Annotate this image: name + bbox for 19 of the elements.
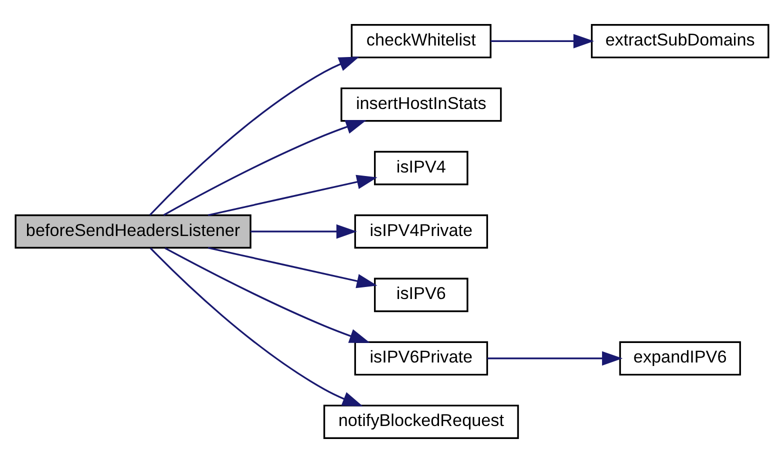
- arrow: [163, 120, 366, 216]
- node-box: beforeSendHeadersListener: [14, 214, 252, 249]
- node-box: isIPV6Private: [354, 341, 488, 376]
- node-box: isIPV6: [374, 278, 468, 312]
- node-box: isIPV4Private: [354, 214, 488, 249]
- arrow: [149, 56, 360, 216]
- arrow: [487, 351, 623, 366]
- node-box: isIPV4: [374, 150, 468, 186]
- node-box: expandIPV6: [619, 341, 741, 376]
- arrow: [208, 247, 378, 288]
- arrow: [150, 248, 364, 406]
- node-box: checkWhitelist: [350, 24, 492, 58]
- arrow: [250, 224, 357, 239]
- arrow: [208, 174, 378, 216]
- arrow: [490, 34, 594, 48]
- node-box: insertHostInStats: [340, 87, 502, 122]
- arrow: [164, 247, 370, 343]
- node-box: notifyBlockedRequest: [323, 404, 519, 439]
- node-box: extractSubDomains: [590, 24, 770, 58]
